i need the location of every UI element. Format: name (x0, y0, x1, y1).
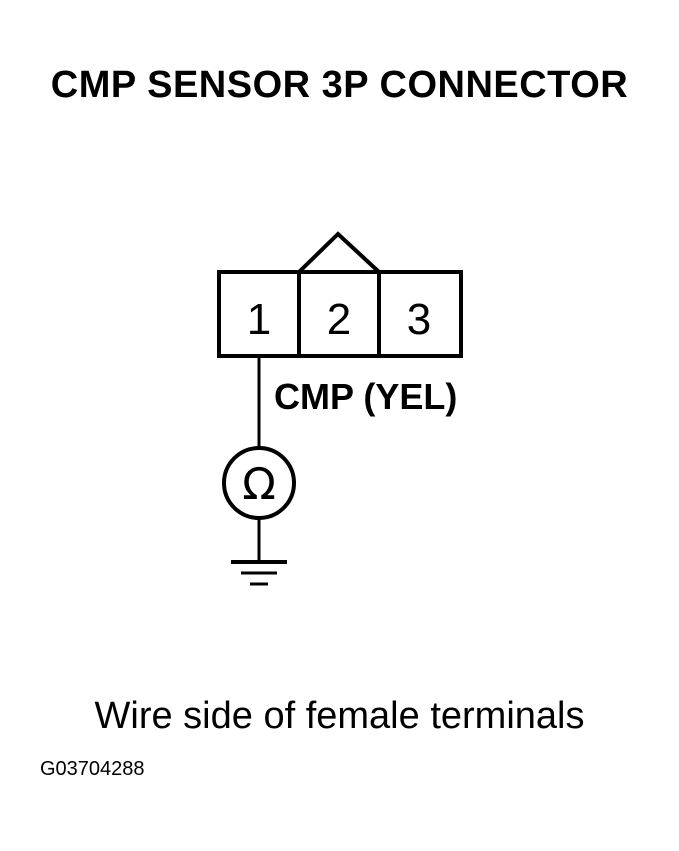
diagram-title: CMP SENSOR 3P CONNECTOR (50, 64, 629, 106)
ohmmeter-icon: Ω (222, 446, 296, 520)
connector-outline (217, 270, 463, 358)
ground-icon (231, 560, 287, 586)
wire-label: CMP (YEL) (274, 376, 457, 417)
terminal-3: 3 (407, 295, 431, 344)
terminal-1: 1 (247, 295, 271, 344)
diagram-caption: Wire side of female terminals (94, 695, 585, 737)
connector-3p: 1 2 3 (217, 231, 463, 358)
locking-tab (297, 231, 381, 274)
ohm-symbol: Ω (242, 459, 276, 510)
figure-id: G03704288 (40, 758, 145, 780)
terminal-2: 2 (327, 295, 351, 344)
